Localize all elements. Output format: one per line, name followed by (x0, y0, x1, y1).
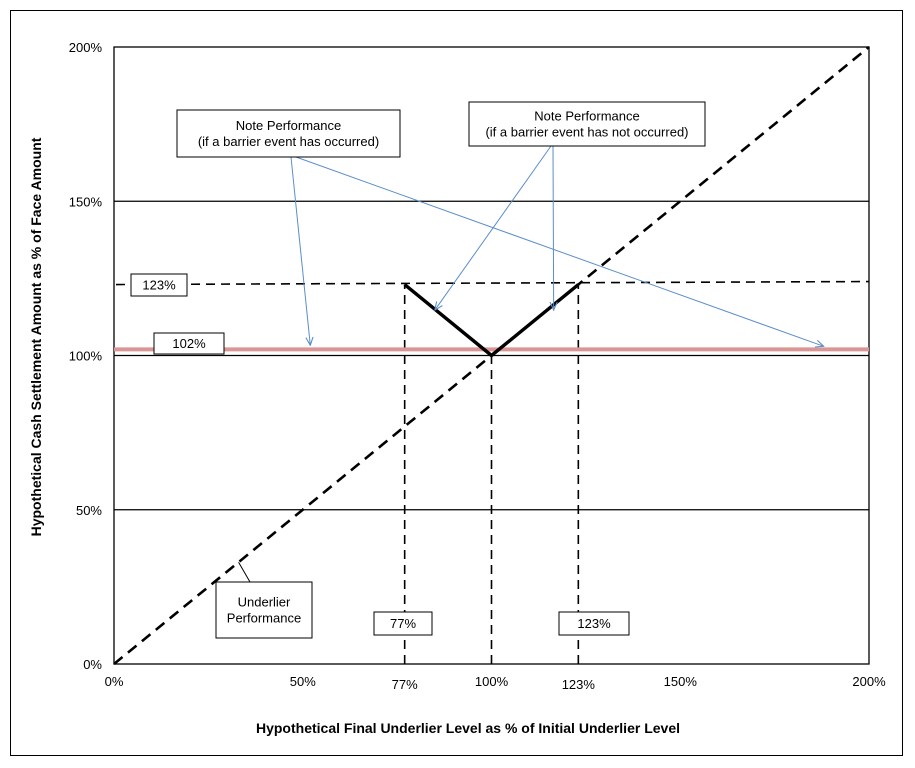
x-tick-label-123: 123% (562, 677, 596, 692)
note-barrier-occurred-text-0: Note Performance (236, 118, 342, 133)
x-tick-label-0: 0% (105, 674, 124, 689)
label-y123-box (130, 273, 188, 297)
series-line-barrier-not-occurred (403, 283, 580, 358)
note-barrier-occurred-box (176, 109, 401, 158)
arrow-barrier-not-occurred-left (435, 145, 552, 310)
x-tick-label-50: 50% (290, 674, 316, 689)
x-tick-label-150: 150% (664, 674, 698, 689)
y-tick-label-0: 0% (83, 657, 102, 672)
label-y102-box (153, 332, 225, 355)
note-barrier-not-occurred-text-0: Note Performance (534, 109, 640, 124)
y-tick-label-150: 150% (69, 194, 103, 209)
label-x77-box (373, 611, 433, 636)
note-barrier-not-occurred-box (468, 101, 706, 147)
label-x123-box (558, 611, 630, 636)
label-x123-text-0: 123% (577, 616, 611, 631)
label-y123-text-0: 123% (142, 278, 176, 293)
x-axis-title: Hypothetical Final Underlier Level as % … (256, 720, 680, 736)
chart-frame (10, 10, 903, 756)
y-tick-label-200: 200% (69, 40, 103, 55)
x-tick-label-100: 100% (475, 674, 509, 689)
y-axis-title: Hypothetical Cash Settlement Amount as %… (28, 137, 44, 536)
underlier-callout (238, 561, 251, 583)
label-x77-text-0: 77% (390, 616, 416, 631)
arrow-barrier-occurred-right (295, 156, 824, 346)
y-tick-label-100: 100% (69, 349, 103, 364)
x-tick-label-77: 77% (392, 677, 418, 692)
y-tick-label-50: 50% (76, 503, 102, 518)
arrow-barrier-occurred-left (290, 156, 310, 345)
x-tick-label-200: 200% (852, 674, 886, 689)
note-underlier-box (215, 581, 313, 639)
arrow-barrier-not-occurred-right (553, 145, 554, 310)
reference-line-h123 (115, 280, 870, 286)
note-underlier-text-1: Performance (227, 611, 301, 626)
label-y102-text-0: 102% (172, 336, 206, 351)
note-underlier-text-0: Underlier (238, 595, 291, 610)
note-barrier-not-occurred-text-1: (if a barrier event has not occurred) (485, 125, 688, 140)
note-barrier-occurred-text-1: (if a barrier event has occurred) (198, 134, 379, 149)
